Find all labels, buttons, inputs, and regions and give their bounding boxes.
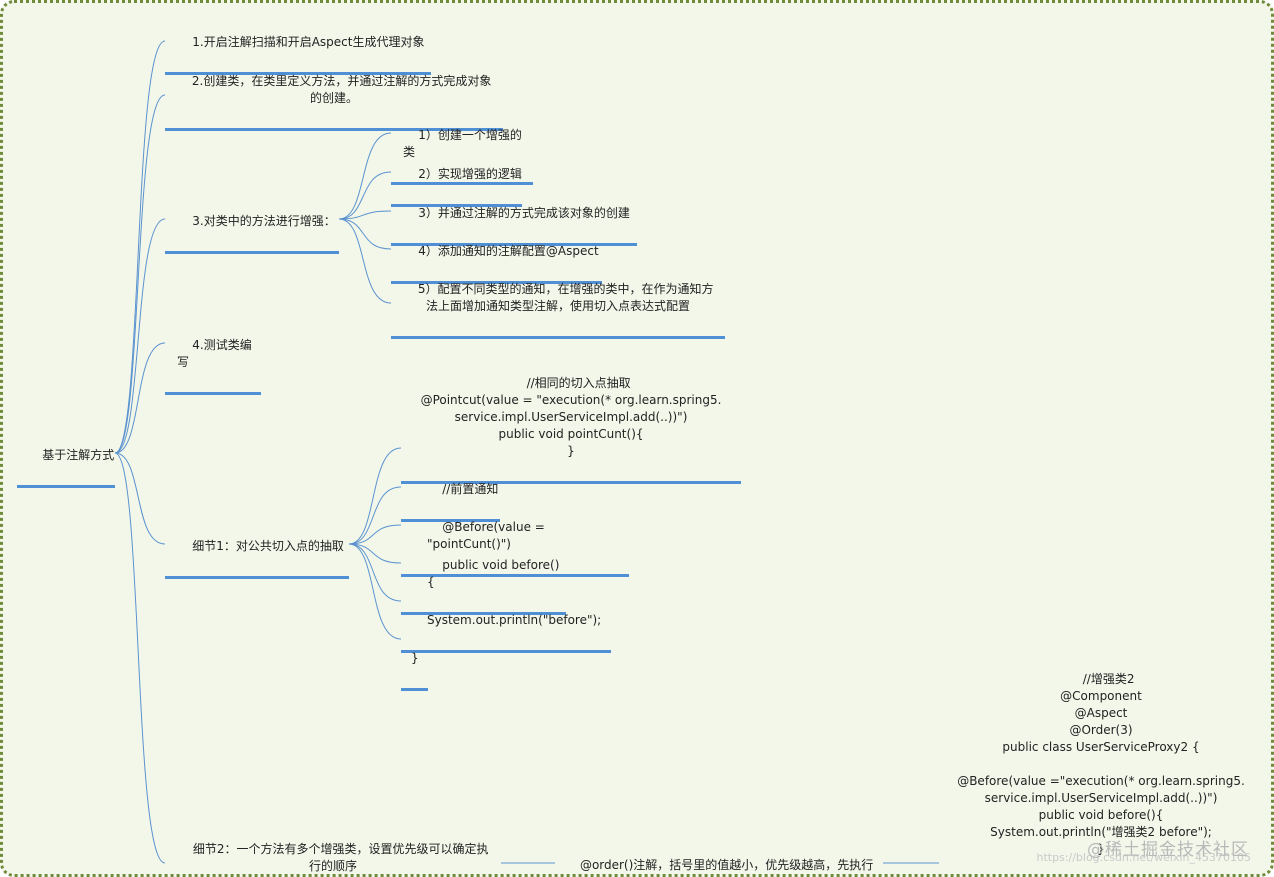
b3-child-label: 3）并通过注解的方式完成该对象的创建 (418, 206, 630, 220)
link-b3-c3 (338, 210, 392, 220)
branch-label: 3.对类中的方法进行增强： (192, 214, 336, 228)
link-root-b5 (114, 452, 166, 545)
link-b3-c2 (338, 171, 392, 220)
b5-child-pointcut-code[interactable]: //相同的切入点抽取 @Pointcut(value = "execution(… (401, 358, 741, 484)
b3-child-4[interactable]: 4）添加通知的注解配置@Aspect (391, 226, 602, 284)
b6-child-label: @order()注解，括号里的值越小，优先级越高，先执行 (579, 858, 874, 872)
b3-child-label: 2）实现增强的逻辑 (418, 167, 522, 181)
link-b5-c1 (348, 447, 402, 545)
b5-child-label: } (411, 651, 419, 665)
link-b3-c5 (338, 218, 392, 304)
root-node[interactable]: 基于注解方式 (17, 430, 115, 488)
b3-child-2[interactable]: 2）实现增强的逻辑 (391, 149, 522, 207)
b5-child-label: System.out.println("before"); (427, 613, 602, 627)
b3-child-label: 5）配置不同类型的通知，在增强的类中，在作为通知方 法上面增加通知类型注解，使用… (417, 282, 714, 313)
root-label: 基于注解方式 (42, 448, 115, 462)
link-b5-c4 (348, 543, 402, 564)
b5-child-label: //相同的切入点抽取 @Pointcut(value = "execution(… (420, 376, 722, 458)
watermark-url: https://blog.csdn.net/weixin_45370105 (1036, 851, 1251, 864)
b6-child-order-annotation[interactable]: @order()注解，括号里的值越小，优先级越高，先执行 (555, 840, 883, 874)
b3-child-label: 4）添加通知的注解配置@Aspect (418, 244, 599, 258)
b5-child-before-annotation[interactable]: @Before(value = "pointCunt()") (401, 502, 629, 577)
link-root-b4 (114, 342, 166, 454)
b5-child-label: public void before(){ (427, 558, 560, 589)
link-root-b6 (114, 452, 166, 864)
link-root-b1 (114, 40, 166, 454)
link-root-b3 (114, 218, 166, 454)
b5-child-close-brace[interactable]: } (401, 616, 428, 691)
b5-child-before-method[interactable]: public void before(){ (401, 540, 566, 615)
b5-child-before-comment[interactable]: //前置通知 (401, 464, 500, 522)
branch-enhance-methods[interactable]: 3.对类中的方法进行增强： (165, 196, 339, 254)
link-b5-c6 (348, 543, 402, 640)
branch-test-class[interactable]: 4.测试类编写 (165, 320, 261, 395)
branch-enable-annotation-scan[interactable]: 1.开启注解扫描和开启Aspect生成代理对象 (165, 17, 431, 75)
branch-label: 细节2：一个方法有多个增强类，设置优先级可以确定执 行的顺序 (192, 842, 489, 873)
branch-label: 2.创建类，在类里定义方法，并通过注解的方式完成对象 的创建。 (191, 74, 492, 105)
branch-pointcut-extraction[interactable]: 细节1：对公共切入点的抽取 (165, 521, 349, 579)
link-b5-c2 (348, 486, 402, 545)
connector-lines (114, 40, 939, 864)
b5-child-println[interactable]: System.out.println("before"); (401, 578, 611, 653)
link-root-b2 (114, 94, 166, 454)
b3-child-1[interactable]: 1）创建一个增强的类 (391, 110, 533, 185)
branch-multiple-proxies-order[interactable]: 细节2：一个方法有多个增强类，设置优先级可以确定执 行的顺序 (165, 824, 501, 874)
branch-label: 1.开启注解扫描和开启Aspect生成代理对象 (192, 35, 425, 49)
b6-grandchild-label: //增强类2 @Component @Aspect @Order(3) publ… (957, 672, 1245, 856)
b3-child-3[interactable]: 3）并通过注解的方式完成该对象的创建 (391, 188, 637, 246)
b3-child-label: 1）创建一个增强的类 (403, 128, 522, 159)
b5-child-label: @Before(value = "pointCunt()") (427, 520, 549, 551)
b6-grandchild-proxy-code[interactable]: //增强类2 @Component @Aspect @Order(3) publ… (939, 654, 1263, 874)
link-b3-c1 (338, 132, 392, 220)
b3-child-5[interactable]: 5）配置不同类型的通知，在增强的类中，在作为通知方 法上面增加通知类型注解，使用… (391, 264, 725, 339)
watermark: @稀土掘金技术社区 (1087, 840, 1249, 860)
branch-label: 细节1：对公共切入点的抽取 (192, 539, 344, 553)
link-b3-c4 (338, 218, 392, 250)
branch-create-class[interactable]: 2.创建类，在类里定义方法，并通过注解的方式完成对象 的创建。 (165, 56, 503, 131)
link-b5-c5 (348, 543, 402, 602)
b5-child-label: //前置通知 (442, 482, 499, 496)
link-b5-c3 (348, 524, 402, 545)
branch-label: 4.测试类编写 (177, 338, 252, 369)
